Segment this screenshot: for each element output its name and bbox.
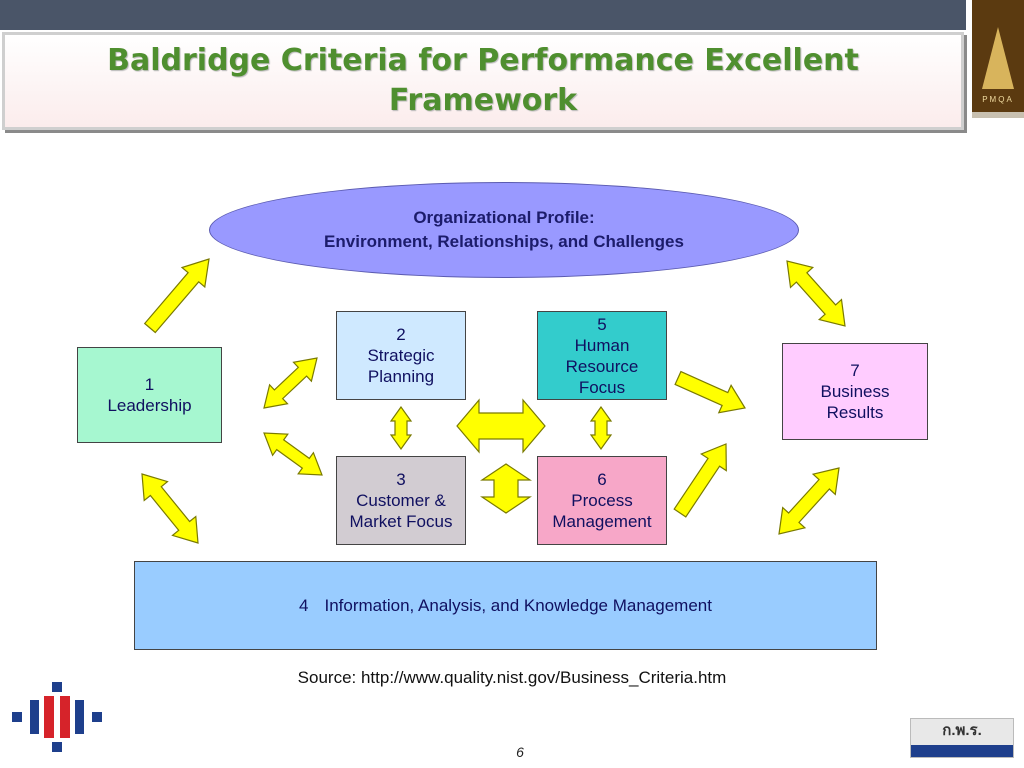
box-info-label: Information, Analysis, and Knowledge Man… [324,596,712,615]
arrows-group [141,258,846,544]
page-title: Baldridge Criteria for Performance Excel… [107,43,859,118]
profile-line-2: Environment, Relationships, and Challeng… [324,232,684,251]
left-logo-bar-4-icon [75,700,84,734]
box-business-results: 7 Business Results [782,343,928,440]
box-human-resource-focus: 5 Human Resource Focus [537,311,667,400]
arrow-leadership-information [141,473,199,544]
left-logo-bar-1-icon [30,700,39,734]
left-logo-dot-bottom-icon [52,742,62,752]
organizational-profile-ellipse: Organizational Profile: Environment, Rel… [209,182,799,278]
box-leadership-number: 1 [144,375,155,394]
box-info-number: 4 [299,596,309,615]
box-strategic-label-2: Planning [367,367,435,386]
arrow-process-to-results [673,443,727,518]
ocsc-logo: ก.พ.ร. [910,718,1014,758]
box-information-analysis: 4 Information, Analysis, and Knowledge M… [134,561,877,650]
arrow-leadership-customer [263,432,323,476]
box-hr-number: 5 [597,314,607,334]
box-leadership-label: Leadership [107,396,192,415]
arrow-profile-results [786,260,846,327]
box-customer-label-2: Market Focus [349,512,453,531]
title-banner: Baldridge Criteria for Performance Excel… [2,32,964,130]
box-hr-label-1: Human [574,335,630,355]
box-customer-number: 3 [396,470,406,489]
arrow-leadership-strategic [263,357,318,409]
left-logo [12,682,102,752]
box-results-number: 7 [850,361,860,380]
box-process-label-1: Process [571,491,633,510]
box-strategic-planning: 2 Strategic Planning [336,311,466,400]
box-strategic-number: 2 [396,325,406,344]
pmqa-logo-bar [972,112,1024,118]
ocsc-logo-strip [911,745,1013,757]
box-hr-label-3: Focus [578,377,626,397]
top-bar [0,0,966,30]
box-process-management: 6 Process Management [537,456,667,545]
box-strategic-label-1: Strategic [367,346,435,365]
box-customer-label-1: Customer & [356,491,446,510]
left-logo-dot-top-icon [52,682,62,692]
box-leadership: 1 Leadership [77,347,222,443]
source-citation: Source: http://www.quality.nist.gov/Busi… [297,668,727,687]
left-logo-dot-left-icon [12,712,22,722]
box-customer-market-focus: 3 Customer & Market Focus [336,456,466,545]
arrow-hr-to-results [674,370,746,414]
pmqa-peak-icon [982,27,1014,89]
arrow-hr-process [589,405,613,451]
box-process-label-2: Management [552,512,652,531]
box-results-label-2: Results [826,403,884,422]
ocsc-logo-text: ก.พ.ร. [942,722,982,739]
box-results-label-1: Business [820,382,890,401]
pmqa-logo-text: PMQA [982,95,1014,104]
arrow-center-vertical [480,463,532,514]
arrow-strategic-customer [389,405,413,451]
left-logo-bar-3-icon [60,696,70,738]
box-hr-label-2: Resource [565,356,639,376]
profile-line-1: Organizational Profile: [413,208,595,227]
left-logo-bar-2-icon [44,696,54,738]
left-logo-dot-right-icon [92,712,102,722]
arrow-leadership-to-profile [143,258,210,334]
pmqa-logo: PMQA [972,0,1024,118]
page-number: 6 [516,744,524,760]
arrow-results-information [778,467,840,535]
arrow-center-horizontal [456,398,546,454]
box-process-number: 6 [597,470,607,489]
